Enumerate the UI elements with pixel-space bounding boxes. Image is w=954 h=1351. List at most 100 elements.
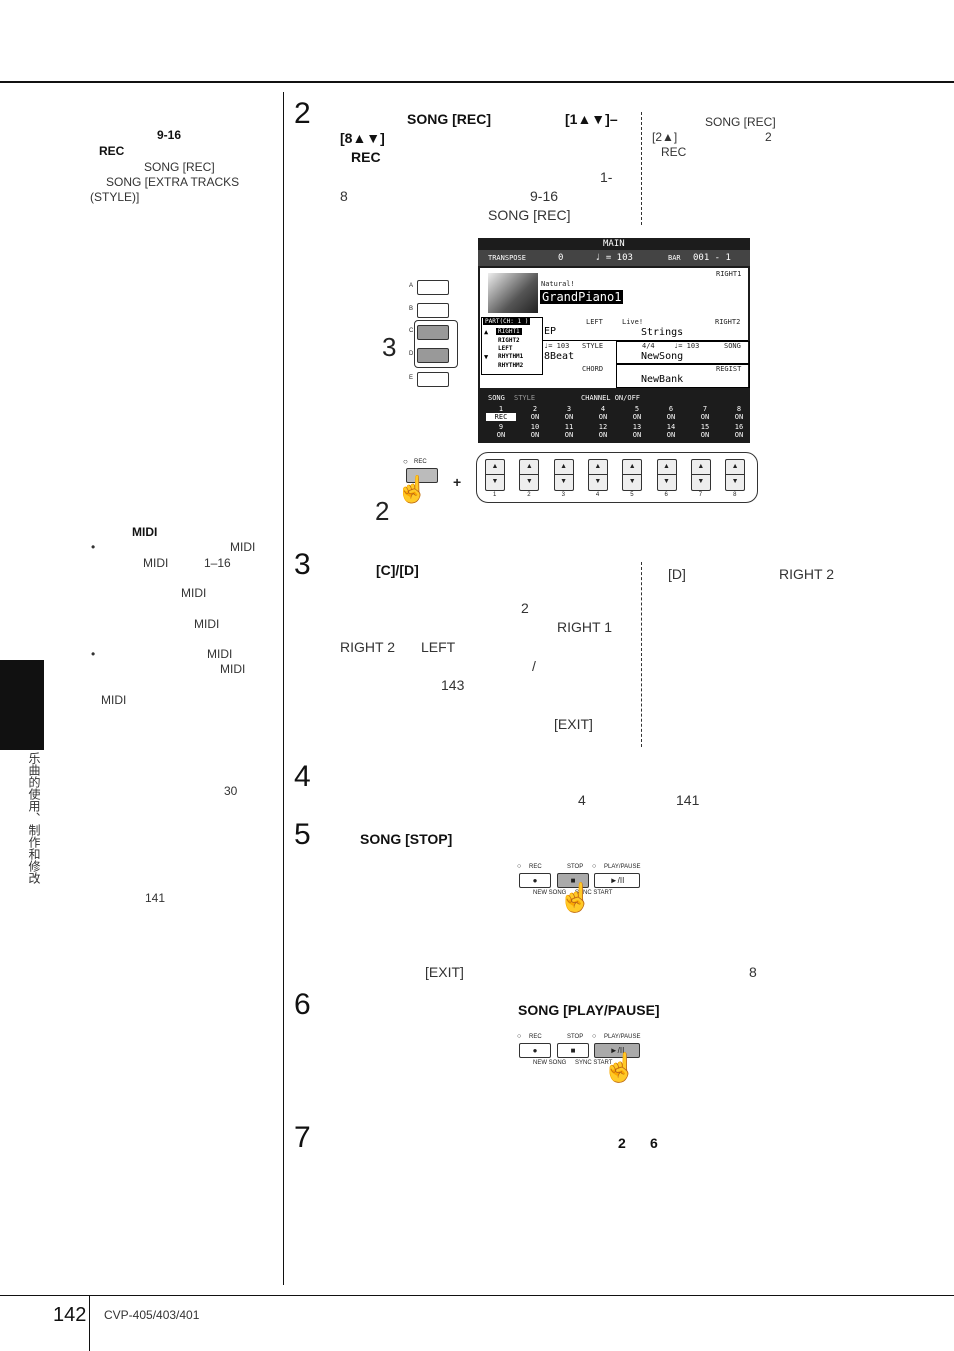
lcd-voice-name: GrandPiano1 bbox=[540, 290, 624, 304]
part-right2[interactable]: RIGHT2 bbox=[498, 337, 520, 344]
tab-song[interactable]: SONG bbox=[488, 394, 505, 402]
channel-number: 13 bbox=[632, 423, 642, 431]
channel-number: 6 bbox=[668, 405, 674, 413]
step-2-text-8: 8 bbox=[340, 188, 348, 204]
transport-button-stop[interactable]: ■ bbox=[557, 1043, 589, 1058]
down-arrow-icon: ▼ bbox=[731, 478, 739, 485]
transport-button-play-pause[interactable]: ►/II bbox=[594, 1043, 640, 1058]
up-arrow-icon: ▲ bbox=[588, 460, 607, 475]
tab-style[interactable]: STYLE bbox=[514, 394, 536, 402]
lcd-song-tempo: ♩= 103 bbox=[674, 342, 700, 350]
lcd-song-signature: 4/4 bbox=[642, 342, 655, 350]
step-2-note-3: 2 bbox=[765, 130, 772, 144]
lcd-bar-value: 001 - 1 bbox=[693, 253, 731, 263]
channel-state: ON bbox=[734, 431, 744, 439]
button-c[interactable] bbox=[417, 325, 449, 340]
updown-number: 6 bbox=[664, 492, 668, 498]
channel-number: 9 bbox=[498, 423, 504, 431]
button-b[interactable] bbox=[417, 303, 449, 318]
channel-state: ON bbox=[530, 431, 540, 439]
part-rhythm1[interactable]: RHYTHM1 bbox=[498, 353, 524, 360]
channel-state: ON bbox=[700, 413, 710, 421]
updown-button-4[interactable]: ▲▼ bbox=[587, 459, 608, 491]
lcd-right2-label: RIGHT2 bbox=[715, 318, 741, 326]
bullet-1: • bbox=[91, 540, 96, 554]
midi-text-6: MIDI bbox=[220, 662, 246, 676]
side-tab-label: 乐曲的使用、制作和修改 bbox=[27, 752, 41, 884]
updown-button-8[interactable]: ▲▼ bbox=[725, 459, 746, 491]
channel-number: 1 bbox=[498, 405, 504, 413]
transport-button-rec[interactable]: ● bbox=[519, 873, 551, 888]
new-song-label: NEW SONG bbox=[533, 890, 567, 896]
transport-led-icon: ○ bbox=[592, 863, 597, 870]
transport-button-stop[interactable]: ■ bbox=[557, 873, 589, 888]
lcd-transpose-label: TRANSPOSE bbox=[488, 254, 526, 262]
updown-button-3[interactable]: ▲▼ bbox=[553, 459, 574, 491]
transport-led-icon: ○ bbox=[517, 1033, 522, 1040]
plus-sign: + bbox=[453, 474, 462, 490]
channel-state: ON bbox=[564, 431, 574, 439]
updown-button-2[interactable]: ▲▼ bbox=[519, 459, 540, 491]
note-style: (STYLE)] bbox=[90, 190, 140, 204]
lcd-regist-name: NewBank bbox=[641, 374, 684, 385]
channel-number: 12 bbox=[598, 423, 608, 431]
step-2-buttons-8: [8▲▼] bbox=[340, 130, 385, 146]
part-rhythm2[interactable]: RHYTHM2 bbox=[498, 362, 524, 369]
step-4-page-ref: 141 bbox=[676, 792, 700, 808]
step-7-ref-2: 2 bbox=[618, 1135, 626, 1151]
part-left[interactable]: LEFT bbox=[498, 345, 513, 352]
part-right1[interactable]: RIGHT1 bbox=[496, 328, 522, 335]
model-name: CVP-405/403/401 bbox=[104, 1308, 200, 1322]
step-2-song-rec: SONG [REC] bbox=[407, 111, 491, 127]
updown-number: 2 bbox=[527, 492, 531, 498]
sync-start-label: SYNC START bbox=[575, 890, 613, 896]
page-ref-141: 141 bbox=[145, 891, 166, 905]
step-3-note-right2: RIGHT 2 bbox=[779, 566, 834, 582]
button-d[interactable] bbox=[417, 348, 449, 363]
channel-state: ON bbox=[632, 431, 642, 439]
transport-label-play-pause: PLAY/PAUSE bbox=[604, 1034, 641, 1040]
channel-number: 14 bbox=[666, 423, 676, 431]
part-menu bbox=[481, 317, 543, 375]
midi-channel-range: 1–16 bbox=[204, 556, 231, 570]
new-song-label: NEW SONG bbox=[533, 1060, 567, 1066]
down-arrow-icon: ▼ bbox=[560, 478, 568, 485]
rec-button[interactable] bbox=[406, 468, 438, 483]
step-4-number: 4 bbox=[294, 760, 311, 793]
button-a[interactable] bbox=[417, 280, 449, 295]
transport-button-rec[interactable]: ● bbox=[519, 1043, 551, 1058]
step-3-buttons: [C]/[D] bbox=[376, 562, 419, 578]
transport-label-stop: STOP bbox=[567, 1034, 584, 1040]
updown-button-6[interactable]: ▲▼ bbox=[656, 459, 677, 491]
step-3-text-right1: RIGHT 1 bbox=[557, 619, 612, 635]
updown-button-7[interactable]: ▲▼ bbox=[690, 459, 711, 491]
updown-button-1[interactable]: ▲▼ bbox=[485, 459, 505, 491]
updown-button-5[interactable]: ▲▼ bbox=[622, 459, 643, 491]
up-arrow-icon: ▲ bbox=[554, 460, 573, 475]
button-e[interactable] bbox=[417, 372, 449, 387]
transport-button-play-pause[interactable]: ►/II bbox=[594, 873, 640, 888]
button-b-label: B bbox=[409, 306, 414, 312]
lcd-song-label: SONG bbox=[724, 342, 741, 350]
lcd-right2-voice: Strings bbox=[641, 327, 684, 338]
button-d-label: D bbox=[409, 351, 414, 357]
lcd-title: MAIN bbox=[603, 239, 625, 249]
bullet-2: • bbox=[91, 647, 96, 661]
channel-number: 7 bbox=[702, 405, 708, 413]
